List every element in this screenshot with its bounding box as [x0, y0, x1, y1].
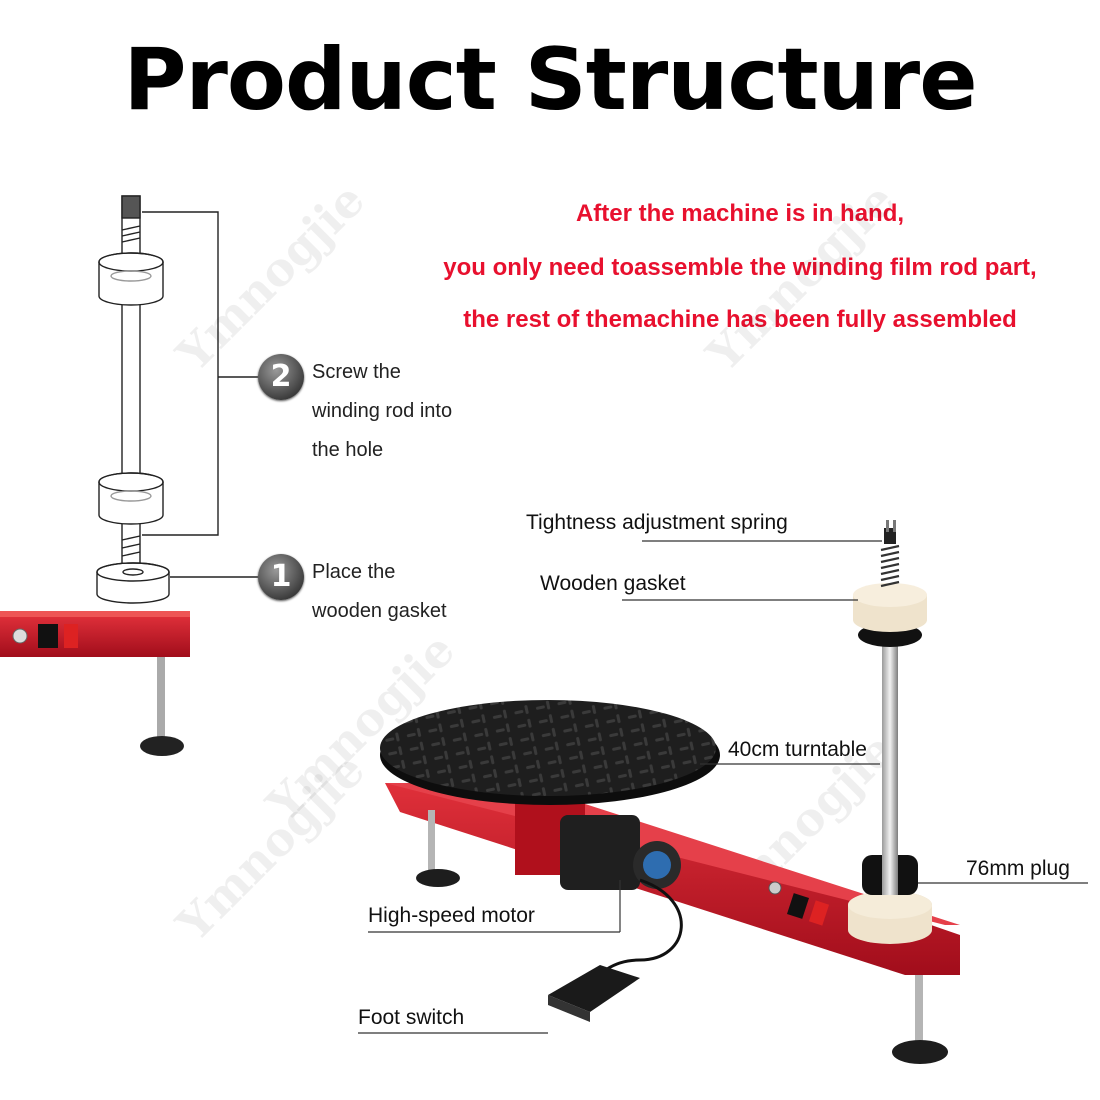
step-1-line-2: wooden gasket [312, 600, 447, 622]
step-1-badge: 1 [258, 554, 304, 600]
step-2-line-3: the hole [312, 439, 384, 461]
rod-drawing [96, 195, 262, 604]
step-2-text: Screw the winding rod into the hole [312, 353, 532, 470]
step-1-line-1: Place the [312, 561, 396, 583]
label-motor: High-speed motor [368, 904, 535, 927]
note-line-3: the rest of themachine has been fully as… [463, 306, 1017, 333]
label-turntable: 40cm turntable [728, 738, 867, 761]
label-spring: Tightness adjustment spring [526, 511, 788, 534]
label-wooden-gasket: Wooden gasket [540, 572, 686, 595]
step-1-text: Place the wooden gasket [312, 553, 532, 631]
label-plug: 76mm plug [966, 857, 1070, 880]
frame-partial-left [0, 611, 190, 756]
step-2-line-2: winding rod into [312, 400, 453, 422]
label-foot-switch: Foot switch [358, 1006, 465, 1029]
note-line-2: you only need toassemble the winding fil… [443, 254, 1037, 281]
step-2-line-1: Screw the [312, 361, 401, 383]
note-line-1: After the machine is in hand, [575, 200, 905, 227]
step-2-badge: 2 [258, 354, 304, 400]
machine [380, 520, 960, 1064]
page-title: Product Structure [123, 30, 977, 130]
